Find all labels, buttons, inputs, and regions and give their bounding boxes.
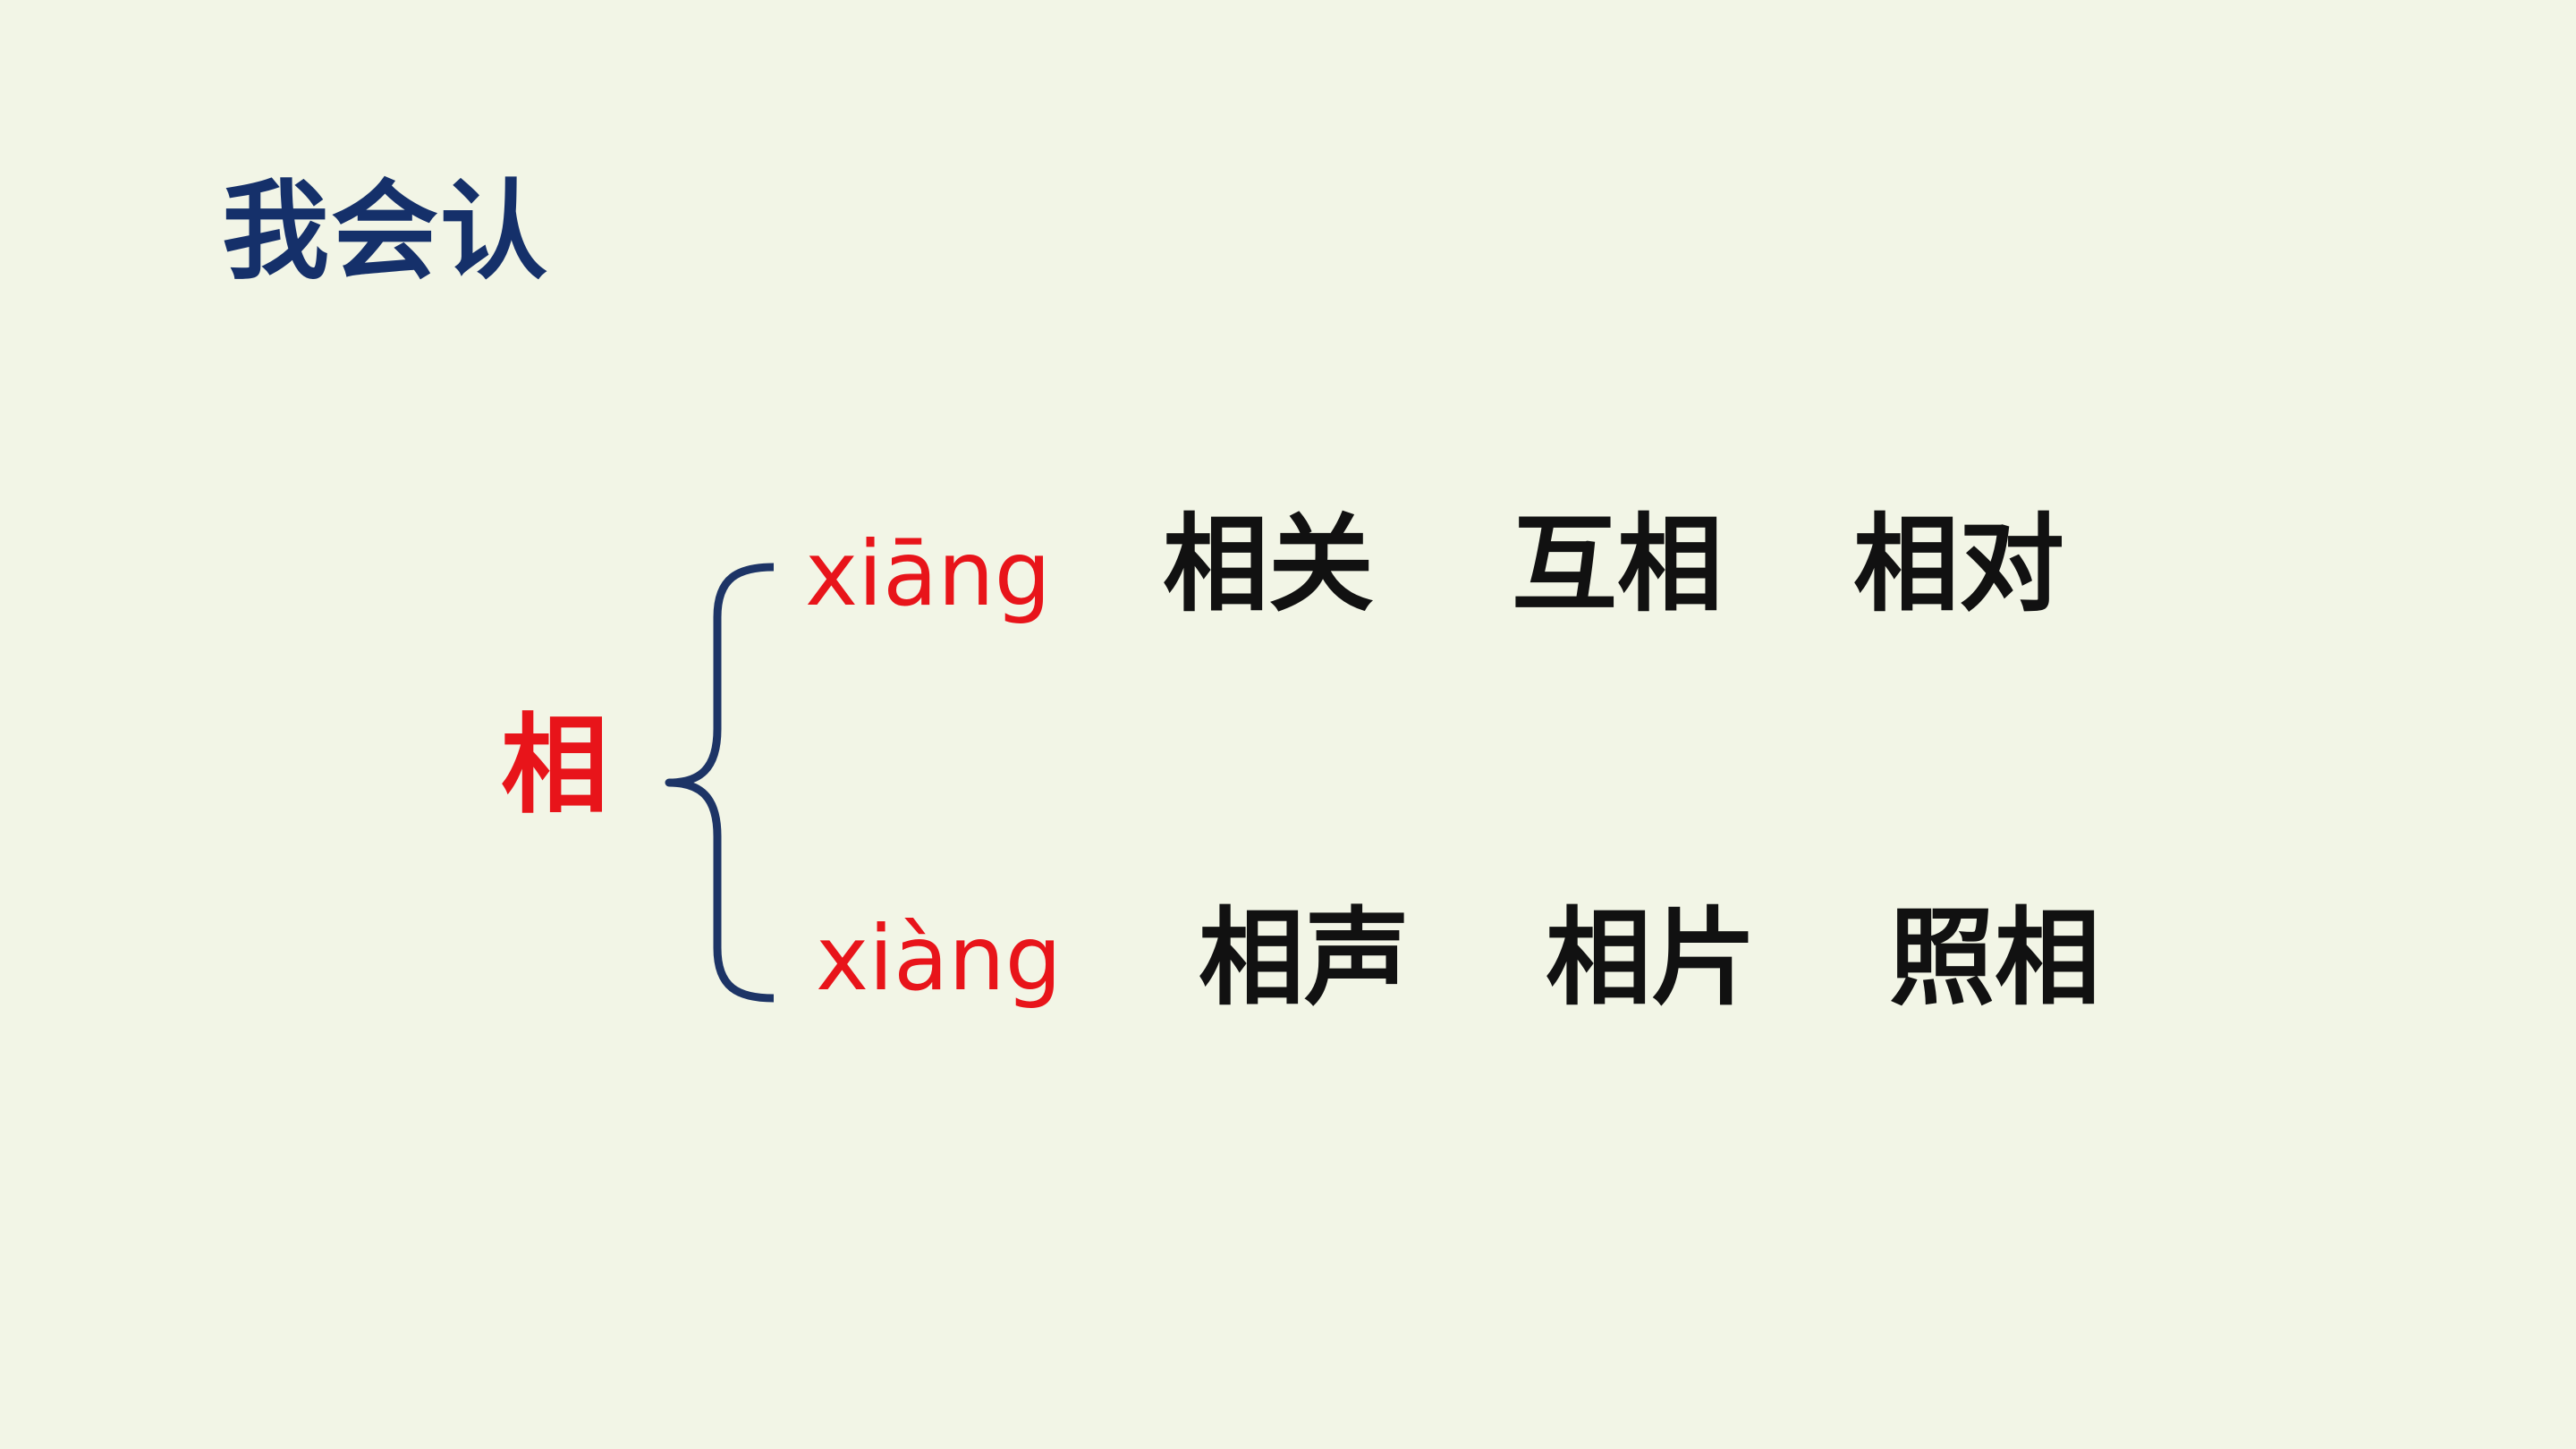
word-xiang1-3: 相对 <box>1853 502 2065 626</box>
pinyin-reading-2: xiàng <box>816 906 1063 1011</box>
word-xiang1-1: 相关 <box>1163 502 1375 626</box>
word-xiang4-2: 相片 <box>1546 895 1758 1020</box>
word-xiang1-2: 互相 <box>1512 502 1724 626</box>
curly-brace-icon <box>665 563 775 1003</box>
page-title: 我会认 <box>222 170 549 294</box>
pinyin-reading-1: xiāng <box>805 521 1052 626</box>
word-xiang4-3: 照相 <box>1889 895 2101 1020</box>
target-character: 相 <box>501 702 608 828</box>
word-xiang4-1: 相声 <box>1199 895 1411 1020</box>
